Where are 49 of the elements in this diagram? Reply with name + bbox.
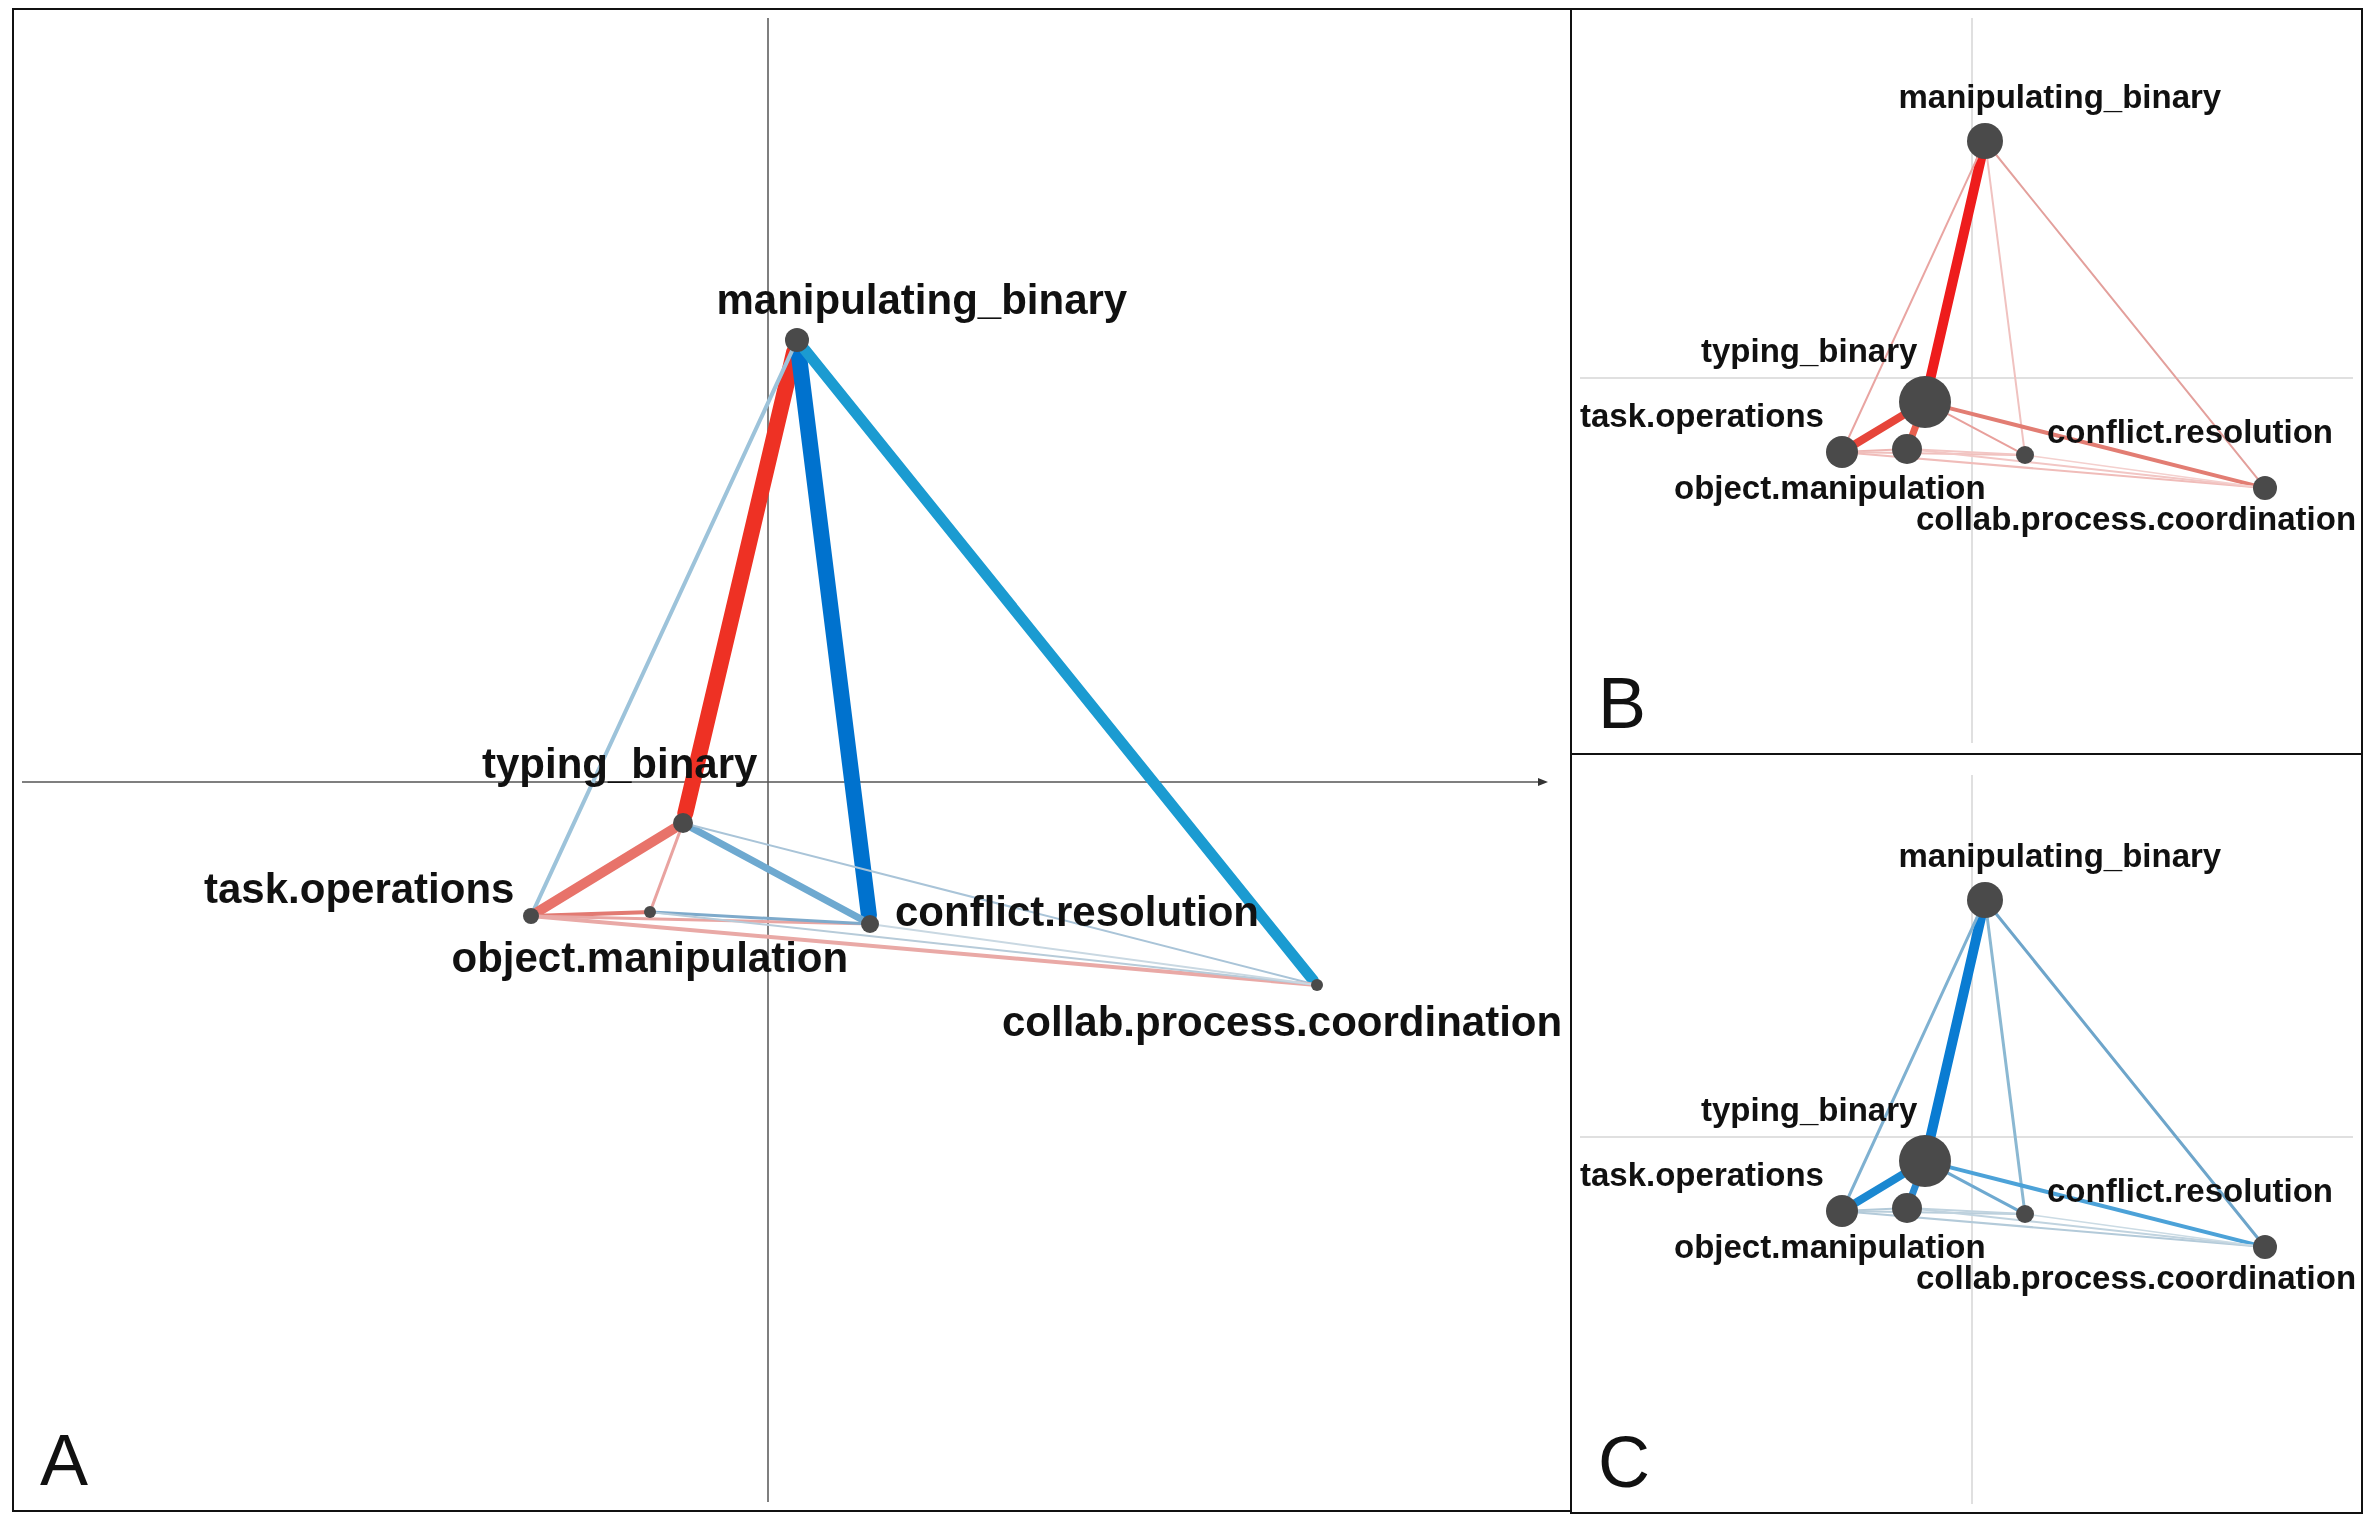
panel-letter: A bbox=[40, 1424, 89, 1496]
network-edge bbox=[654, 910, 863, 925]
network-edge bbox=[1920, 449, 2255, 488]
network-edge bbox=[532, 823, 680, 917]
network-edge bbox=[1851, 411, 1907, 448]
network-edge bbox=[1857, 1207, 1893, 1212]
node-label: collab.process.coordination bbox=[1002, 999, 1563, 1046]
node-label: manipulating_binary bbox=[716, 277, 1128, 324]
node-label: task.operations bbox=[1580, 398, 1824, 435]
network-edge bbox=[1994, 912, 2259, 1240]
network-edge bbox=[1947, 413, 2018, 452]
network-edge bbox=[688, 824, 866, 924]
network-edge bbox=[650, 830, 681, 908]
node-label: conflict.resolution bbox=[895, 889, 1259, 936]
network-edge bbox=[532, 348, 794, 911]
network-edge bbox=[1847, 914, 1979, 1198]
panel-letter: C bbox=[1598, 1426, 1650, 1498]
panel-frame bbox=[12, 8, 1572, 1512]
node-label: task.operations bbox=[204, 866, 515, 913]
network-edge bbox=[1946, 1171, 2019, 1212]
network-edge bbox=[1908, 1181, 1920, 1198]
network-edge bbox=[1920, 1208, 2255, 1247]
node-label: task.operations bbox=[1580, 1157, 1824, 1194]
network-edge bbox=[1986, 157, 2025, 448]
panel-letter: B bbox=[1598, 667, 1647, 739]
node-label: typing_binary bbox=[1701, 333, 1918, 370]
network-edge bbox=[1948, 406, 2256, 488]
network-edge bbox=[2033, 455, 2254, 488]
panel-frame bbox=[1570, 753, 2363, 1514]
network-edge bbox=[2033, 1214, 2254, 1247]
network-edge bbox=[1995, 154, 2259, 480]
network-edge bbox=[877, 924, 1313, 986]
network-edge bbox=[1921, 1207, 2017, 1215]
network-edge bbox=[1856, 1211, 2254, 1247]
network-edge bbox=[1908, 422, 1920, 439]
node-label: manipulating_binary bbox=[1898, 79, 2222, 116]
node-label: object.manipulation bbox=[451, 935, 849, 982]
network-edge bbox=[537, 910, 646, 918]
network-edge bbox=[1847, 156, 1979, 439]
node-label: manipulating_binary bbox=[1898, 838, 2222, 875]
network-edge bbox=[537, 914, 1313, 987]
network-edge bbox=[1985, 916, 2026, 1207]
panel-frame bbox=[1570, 8, 2363, 755]
node-label: conflict.resolution bbox=[2047, 414, 2333, 451]
network-edge bbox=[1856, 452, 2254, 488]
network-edge bbox=[1921, 448, 2017, 456]
node-label: typing_binary bbox=[1701, 1092, 1918, 1129]
network-edge bbox=[1857, 448, 1893, 453]
network-edge bbox=[1851, 1170, 1907, 1207]
